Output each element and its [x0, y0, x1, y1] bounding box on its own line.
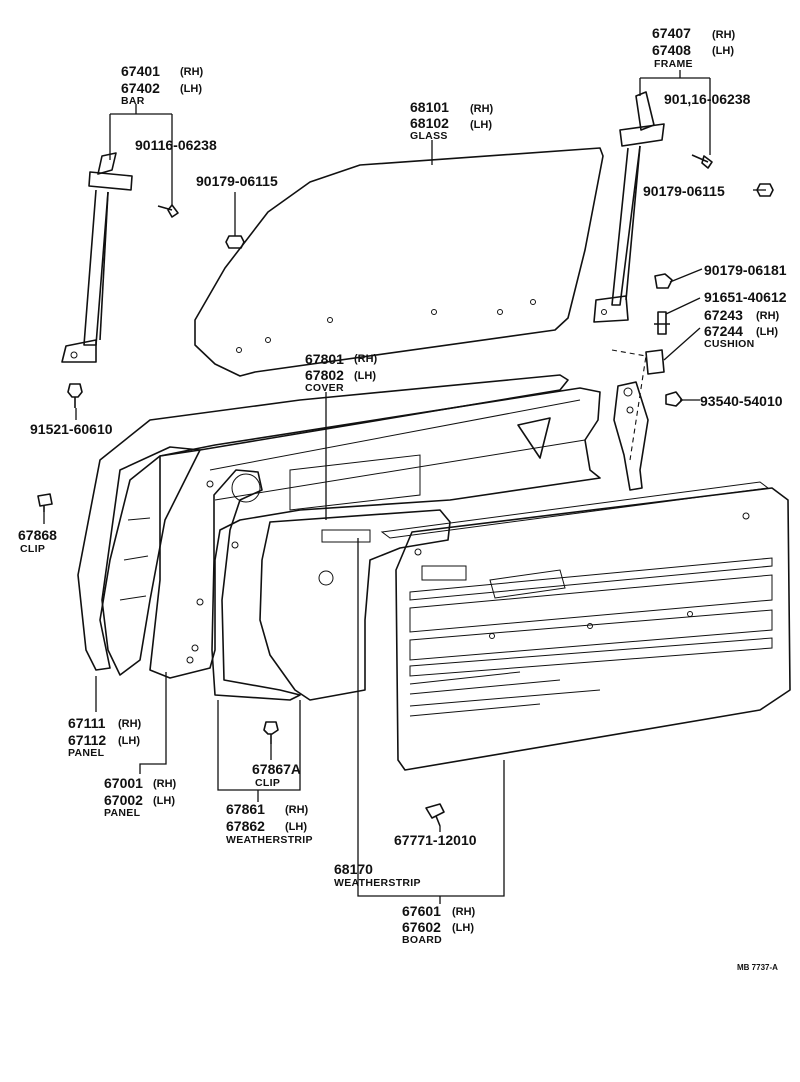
inner-panel-rh-tag: (RH) — [118, 718, 142, 730]
board-part — [380, 481, 791, 771]
inner-panel-caption: PANEL — [68, 747, 105, 759]
inner-panel-rh-number: 67111 — [68, 715, 106, 731]
weatherstrip-rh-number: 67861 — [226, 801, 265, 817]
board-rh-number: 67601 — [402, 903, 441, 919]
bar-bolt-number: 91521-60610 — [30, 421, 113, 437]
callout-weatherstrip2: 68170 WEATHERSTRIP — [334, 861, 421, 889]
inner-panel-lh-number: 67112 — [68, 732, 106, 748]
frame-nut-number: 90179-06115 — [643, 183, 725, 199]
leader-lines — [43, 70, 766, 904]
callout-inner-panel: 67111 (RH) 67112 (LH) PANEL — [68, 715, 142, 759]
clip-caption: CLIP — [20, 543, 45, 555]
board-caption: BOARD — [402, 934, 442, 946]
frame-rh-number: 67407 — [652, 25, 691, 41]
cushion-screw-number: 93540-54010 — [700, 393, 783, 409]
bar-rh-tag: (RH) — [180, 66, 204, 78]
clip-parts — [37, 493, 445, 827]
weatherstrip-caption: WEATHERSTRIP — [226, 834, 313, 846]
glass-caption: GLASS — [410, 130, 448, 142]
cushion-lh-number: 67244 — [704, 323, 743, 339]
callout-bar: 67401 (RH) 67402 (LH) BAR 90116-06238 90… — [30, 63, 278, 437]
bar-fasteners — [67, 204, 245, 408]
alignment-line — [611, 349, 647, 461]
weatherstrip-part — [211, 469, 301, 701]
glass-rh-number: 68101 — [410, 99, 449, 115]
panel-caption: PANEL — [104, 807, 141, 819]
weatherstrip-rh-tag: (RH) — [285, 804, 309, 816]
cover-lh-number: 67802 — [305, 367, 344, 383]
weatherstrip2-caption: WEATHERSTRIP — [334, 877, 421, 889]
callout-board: 67601 (RH) 67602 (LH) BOARD — [402, 903, 476, 946]
cover-part — [259, 509, 451, 701]
clip-number: 67868 — [18, 527, 57, 543]
bar-lh-tag: (LH) — [180, 83, 202, 95]
bar-screw-number: 90116-06238 — [135, 137, 217, 153]
bar-caption: BAR — [121, 95, 145, 107]
frame-rh-tag: (RH) — [712, 29, 736, 41]
board-lh-tag: (LH) — [452, 922, 474, 934]
frame-lh-number: 67408 — [652, 42, 691, 58]
cushion-caption: CUSHION — [704, 338, 755, 350]
frame-lh-tag: (LH) — [712, 45, 734, 57]
cushion-bolt-number: 91651-40612 — [704, 289, 787, 305]
panel-rh-tag: (RH) — [153, 778, 177, 790]
callout-cover: 67801 (RH) 67802 (LH) COVER — [305, 351, 378, 394]
bar-lh-number: 67402 — [121, 80, 160, 96]
cover-lh-tag: (LH) — [354, 370, 376, 382]
cover-rh-tag: (RH) — [354, 353, 378, 365]
callout-board-screw: 67771-12010 — [394, 832, 477, 848]
callout-frame: 67407 (RH) 67408 (LH) FRAME 901,16-06238… — [643, 25, 787, 278]
inner-panel-lh-tag: (LH) — [118, 735, 140, 747]
inner-panel-part — [149, 387, 601, 679]
clip2-caption: CLIP — [255, 777, 280, 789]
weatherstrip-lh-tag: (LH) — [285, 821, 307, 833]
callout-clip2: 67867A CLIP — [252, 761, 301, 789]
bar-rh-number: 67401 — [121, 63, 160, 79]
glass-rh-tag: (RH) — [470, 103, 494, 115]
hinge-part — [613, 381, 649, 491]
frame-screw-number: 901,16-06238 — [664, 91, 751, 107]
glass-lh-tag: (LH) — [470, 119, 492, 131]
board-rh-tag: (RH) — [452, 906, 476, 918]
outer-panel-part — [77, 374, 569, 676]
panel-rh-number: 67001 — [104, 775, 143, 791]
callout-glass: 68101 (RH) 68102 (LH) GLASS — [410, 99, 494, 142]
glass-lh-number: 68102 — [410, 115, 449, 131]
cushion-rh-number: 67243 — [704, 307, 743, 323]
board-screw-number: 67771-12010 — [394, 832, 477, 848]
bar-nut-number: 90179-06115 — [196, 173, 278, 189]
cushion-rh-tag: (RH) — [756, 310, 780, 322]
panel-lh-tag: (LH) — [153, 795, 175, 807]
callout-cushion: 91651-40612 67243 (RH) 67244 (LH) CUSHIO… — [700, 289, 787, 409]
clip2-number: 67867A — [252, 761, 301, 777]
callout-weatherstrip: 67861 (RH) 67862 (LH) WEATHERSTRIP — [226, 801, 313, 846]
callout-panel: 67001 (RH) 67002 (LH) PANEL — [104, 775, 177, 819]
frame-caption: FRAME — [654, 58, 693, 70]
bar-part — [61, 152, 133, 363]
cushion-lh-tag: (LH) — [756, 326, 778, 338]
cover-rh-number: 67801 — [305, 351, 344, 367]
frame-part — [593, 91, 665, 323]
board-lh-number: 67602 — [402, 919, 441, 935]
weatherstrip-lh-number: 67862 — [226, 818, 265, 834]
panel-lh-number: 67002 — [104, 792, 143, 808]
cover-caption: COVER — [305, 382, 344, 394]
frame-fasteners — [645, 154, 774, 407]
callout-clip: 67868 CLIP — [18, 527, 57, 555]
glass-part — [194, 147, 604, 377]
diagram-reference: MB 7737-A — [737, 963, 778, 972]
frame-nut2-number: 90179-06181 — [704, 262, 787, 278]
weatherstrip2-number: 68170 — [334, 861, 373, 877]
